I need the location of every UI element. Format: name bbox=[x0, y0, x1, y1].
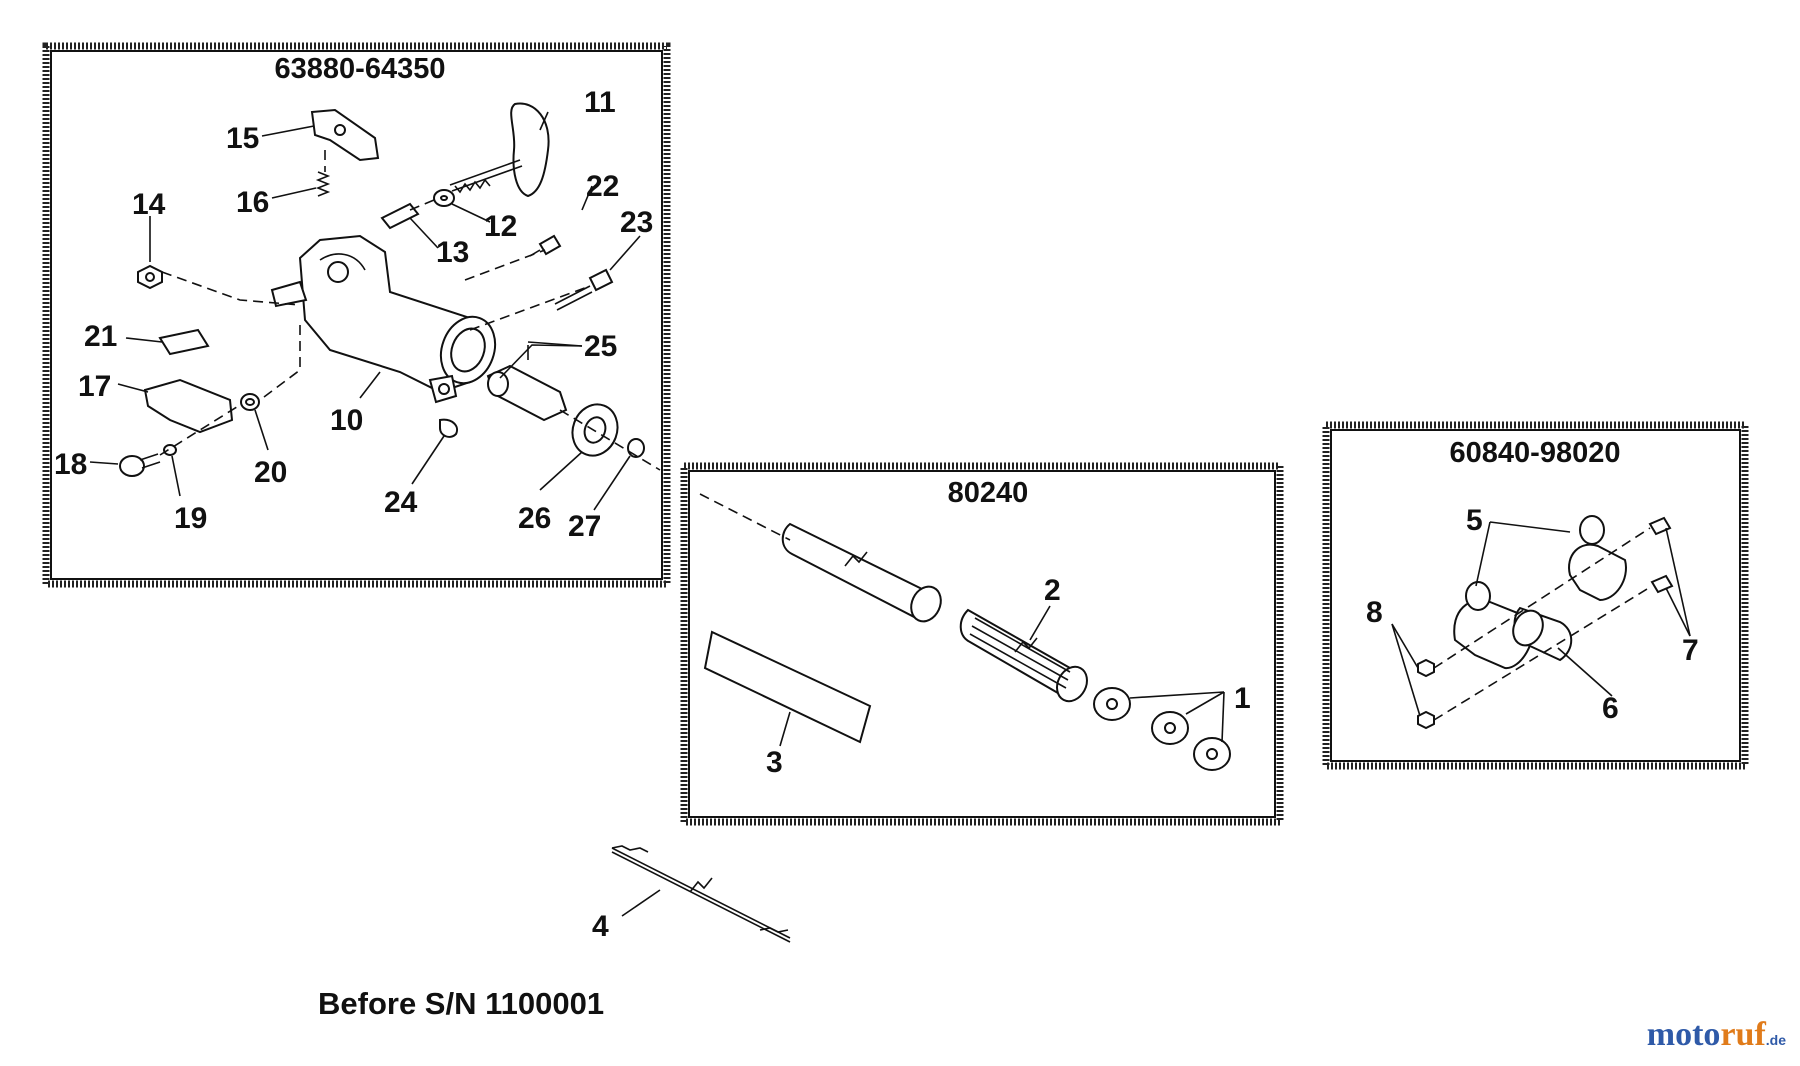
callout-18: 18 bbox=[54, 448, 87, 481]
group-title-60840-98020: 60840-98020 bbox=[1450, 437, 1621, 469]
callout-21: 21 bbox=[84, 320, 117, 353]
callout-8: 8 bbox=[1366, 596, 1383, 629]
callout-20: 20 bbox=[254, 456, 287, 489]
callout-14: 14 bbox=[132, 188, 166, 221]
bolt-23-part bbox=[554, 268, 614, 311]
bolt-22-part bbox=[529, 234, 562, 257]
callout-5: 5 bbox=[1466, 504, 1483, 537]
callout-25: 25 bbox=[584, 330, 617, 363]
bracket-bolt-part bbox=[1648, 516, 1674, 594]
bracket-part bbox=[143, 378, 234, 434]
callout-3: 3 bbox=[766, 746, 783, 779]
group-title-80240: 80240 bbox=[948, 477, 1029, 509]
group-title-63880-64350: 63880-64350 bbox=[275, 53, 446, 85]
gear-housing-part bbox=[270, 234, 497, 404]
tube-part bbox=[781, 522, 942, 623]
drive-coupler-part bbox=[1093, 687, 1231, 771]
group-frame-60840-98020 bbox=[1322, 421, 1749, 770]
tape-part bbox=[703, 630, 872, 744]
logo-part-2: ruf bbox=[1720, 1016, 1766, 1053]
pin-part bbox=[380, 202, 420, 230]
shaft-part bbox=[486, 345, 568, 422]
handle-knob-part bbox=[449, 102, 550, 198]
callout-17: 17 bbox=[78, 370, 111, 403]
motoruf-watermark-logo: motoruf.de bbox=[1647, 1016, 1786, 1054]
callout-10: 10 bbox=[330, 404, 363, 437]
callout-4: 4 bbox=[592, 910, 609, 943]
callout-7: 7 bbox=[1682, 634, 1699, 667]
callout-6: 6 bbox=[1602, 692, 1619, 725]
plate-part bbox=[158, 328, 210, 356]
callout-26: 26 bbox=[518, 502, 551, 535]
logo-part-1: moto bbox=[1646, 1016, 1721, 1053]
bracket-nut-part bbox=[1417, 658, 1435, 730]
spring-part bbox=[315, 171, 331, 197]
callout-22: 22 bbox=[586, 170, 619, 203]
screw-part bbox=[119, 453, 161, 477]
callout-2: 2 bbox=[1044, 574, 1061, 607]
serial-note: Before S/N 1100001 bbox=[318, 986, 604, 1021]
callout-23: 23 bbox=[620, 206, 653, 239]
drive-shaft-part bbox=[611, 845, 791, 943]
callout-11: 11 bbox=[584, 86, 616, 119]
snap-ring-part bbox=[627, 438, 645, 458]
callout-13: 13 bbox=[436, 236, 469, 269]
rubber-sleeve-part bbox=[1512, 606, 1573, 662]
callout-27: 27 bbox=[568, 510, 601, 543]
group-frame-80240 bbox=[680, 462, 1284, 826]
clip-part bbox=[439, 418, 458, 438]
callout-12: 12 bbox=[484, 210, 517, 243]
splined-sleeve-part bbox=[959, 608, 1088, 703]
group-frame-63880-64350 bbox=[42, 42, 671, 588]
callout-16: 16 bbox=[236, 186, 269, 219]
callout-24: 24 bbox=[384, 486, 418, 519]
bearing-part bbox=[571, 403, 619, 457]
logo-part-3: .de bbox=[1765, 1032, 1786, 1048]
latch-plate-part bbox=[310, 108, 380, 162]
callout-19: 19 bbox=[174, 502, 207, 535]
callout-15: 15 bbox=[226, 122, 259, 155]
callout-1: 1 bbox=[1234, 682, 1251, 715]
lock-washer-part bbox=[163, 444, 177, 456]
